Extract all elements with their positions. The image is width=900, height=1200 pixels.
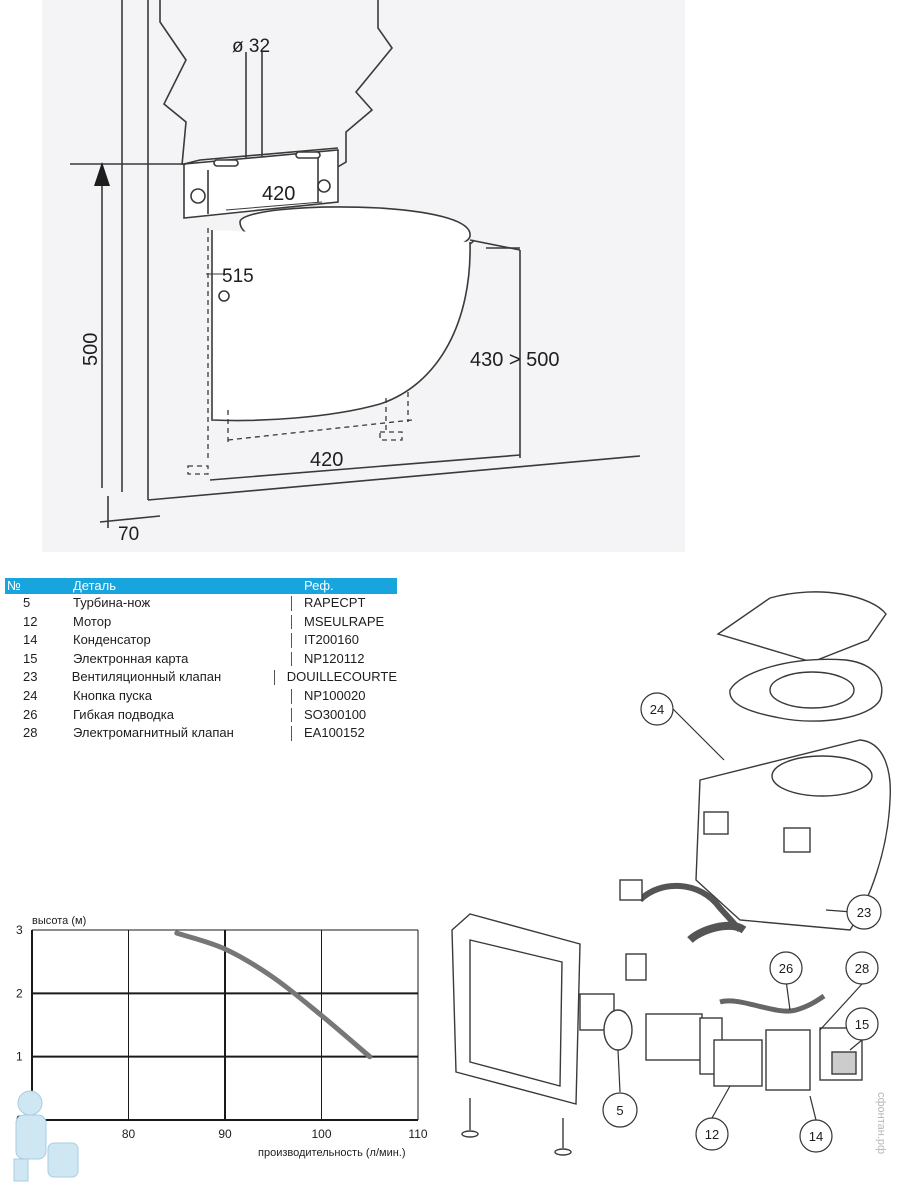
watermark-text: сфонтан.рф [875,1092,887,1155]
part-name: Турбина-нож [73,595,151,610]
header-part: Деталь [73,578,116,593]
part-name: Вентиляционный клапан [71,669,222,685]
part-name: Кнопка пуска [73,687,152,703]
y-tick-label: 1 [16,1050,23,1064]
plumber-mascot-icon [13,1090,79,1182]
part-ref: SO300100 [304,706,367,722]
height-label: 500 [80,333,102,366]
part-ref: NP100020 [304,687,366,703]
part-ref: MSEULRAPE [304,613,385,629]
top-width-label: 420 [262,183,295,205]
part-name: Электромагнитный клапан [73,725,234,741]
part-ref: EA100152 [304,725,365,741]
parts-row: 26 Гибкая подводка SO300100 [5,706,397,725]
parts-row: 23 Вентиляционный клапан DOUILLECOURTE [5,668,397,687]
column-divider [291,726,292,741]
depth-label: 515 [222,266,254,287]
part-ref: IT200160 [304,632,359,648]
part-num: 23 [23,669,38,685]
y-tick-label: 2 [16,986,23,1000]
part-ref: RAPECPT [304,595,366,610]
part-name: Конденсатор [73,632,151,648]
bottom-width-label: 420 [310,449,343,471]
column-divider [291,688,292,704]
column-divider [291,633,292,648]
part-num: 24 [23,687,38,703]
column-divider [291,651,292,667]
chart-xlabel: производительность (л/мин.) [258,1147,406,1159]
part-ref: DOUILLECOURTE [286,669,397,685]
performance-curve [174,930,373,1060]
x-tick-label: 110 [408,1127,427,1141]
part-num: 14 [23,632,38,648]
parts-table: № Деталь Реф. 5 Турбина-нож RAPECPT 12 Мотор… [5,578,397,743]
column-divider [273,670,275,685]
parts-row: 15 Электронная карта NP120112 [5,650,397,669]
part-num: 28 [23,725,38,741]
watermark: сфонтан.рф [873,1092,893,1155]
pipe-diameter-label: ø 32 [232,36,270,57]
part-num: 12 [23,613,38,629]
x-tick-label: 100 [311,1127,331,1141]
part-name: Гибкая подводка [73,706,174,722]
parts-row: 28 Электромагнитный клапан EA100152 [5,724,397,743]
parts-row: 14 Конденсатор IT200160 [5,631,397,650]
header-num: № [7,578,21,593]
dimension-drawing: ø 32 420 515 500 430 > 500 420 70 [70,0,641,545]
x-tick-label: 90 [218,1127,232,1141]
part-ref: NP120112 [304,650,365,666]
x-tick-label: 80 [122,1127,136,1141]
y-tick-label: 3 [16,923,23,937]
header-ref: Реф. [304,578,334,593]
column-divider [291,614,292,630]
part-name: Электронная карта [73,650,189,666]
part-name: Мотор [73,613,112,629]
column-divider [291,596,292,611]
seat-height-label: 430 > 500 [470,349,560,371]
part-num: 15 [23,650,38,666]
wall-offset-label: 70 [118,524,139,545]
parts-row: 24 Кнопка пуска NP100020 [5,687,397,706]
parts-row: 5 Турбина-нож RAPECPT [5,594,397,613]
part-num: 5 [23,595,31,610]
column-divider [291,707,292,723]
parts-row: 12 Мотор MSEULRAPE [5,613,397,632]
part-num: 26 [23,706,38,722]
chart-ylabel: высота (м) [32,915,86,927]
parts-table-header: № Деталь Реф. [5,578,397,594]
